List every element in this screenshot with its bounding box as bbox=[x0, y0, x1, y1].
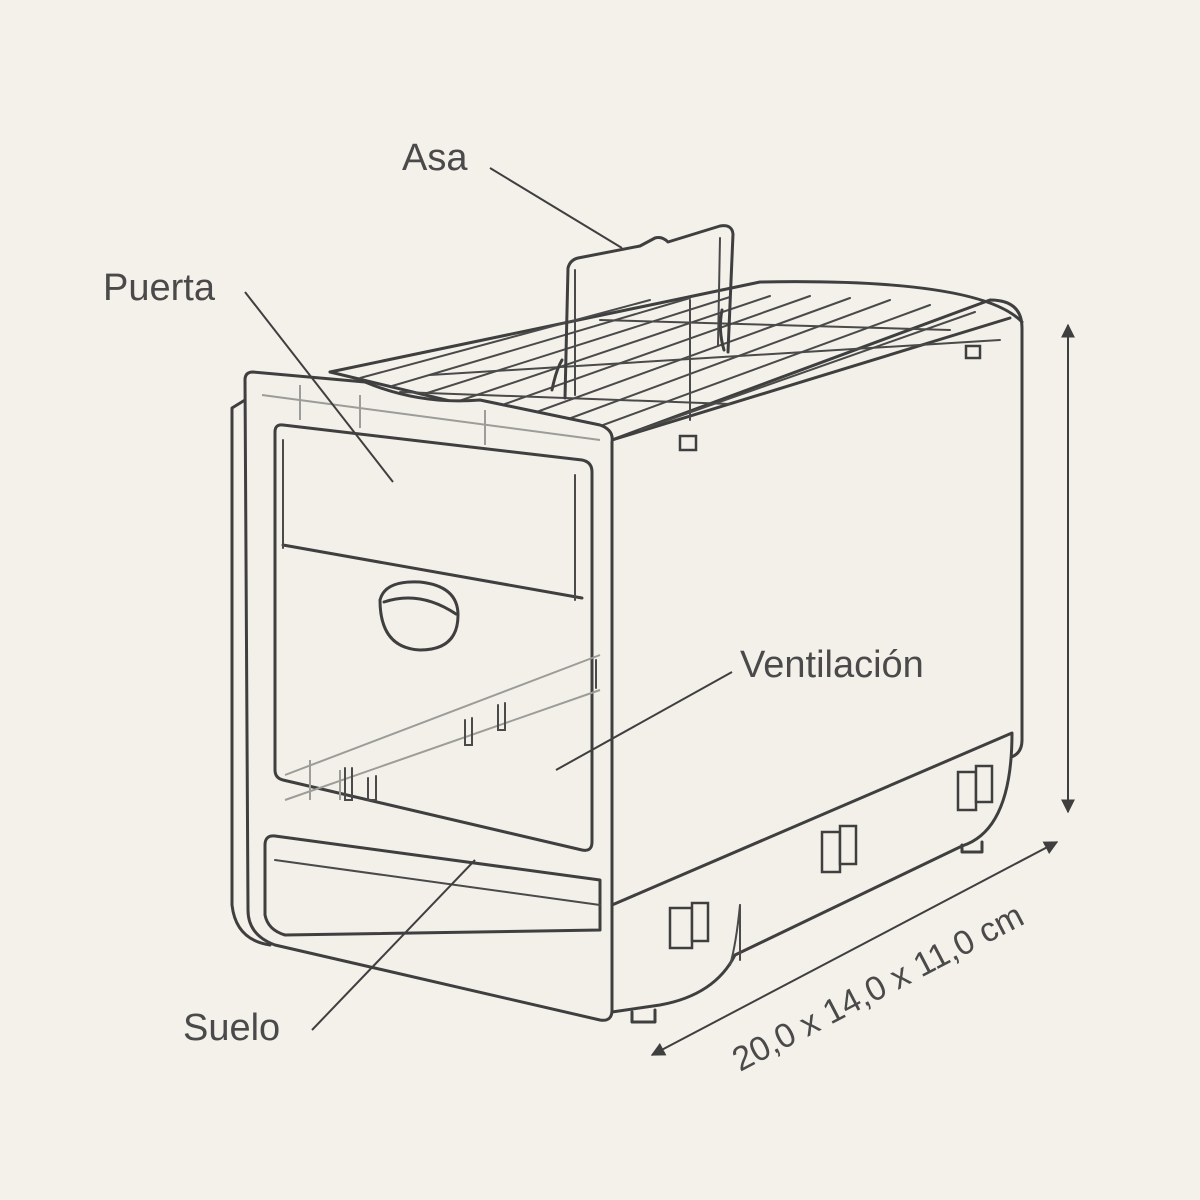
carrier-door bbox=[230, 370, 614, 1022]
label-floor: Suelo bbox=[183, 1007, 280, 1049]
ventilation-grid bbox=[328, 295, 1012, 442]
label-door: Puerta bbox=[103, 267, 216, 309]
depth-arrow bbox=[650, 841, 1059, 1056]
door-latch bbox=[378, 580, 460, 652]
leader-lines bbox=[244, 167, 733, 1031]
carrier-handle bbox=[550, 224, 735, 400]
top-shell bbox=[328, 280, 1024, 374]
dimension-arrows bbox=[650, 323, 1075, 1056]
floor-tray bbox=[263, 834, 602, 937]
label-ventilation: Ventilación bbox=[740, 644, 924, 686]
label-handle: Asa bbox=[402, 137, 468, 179]
